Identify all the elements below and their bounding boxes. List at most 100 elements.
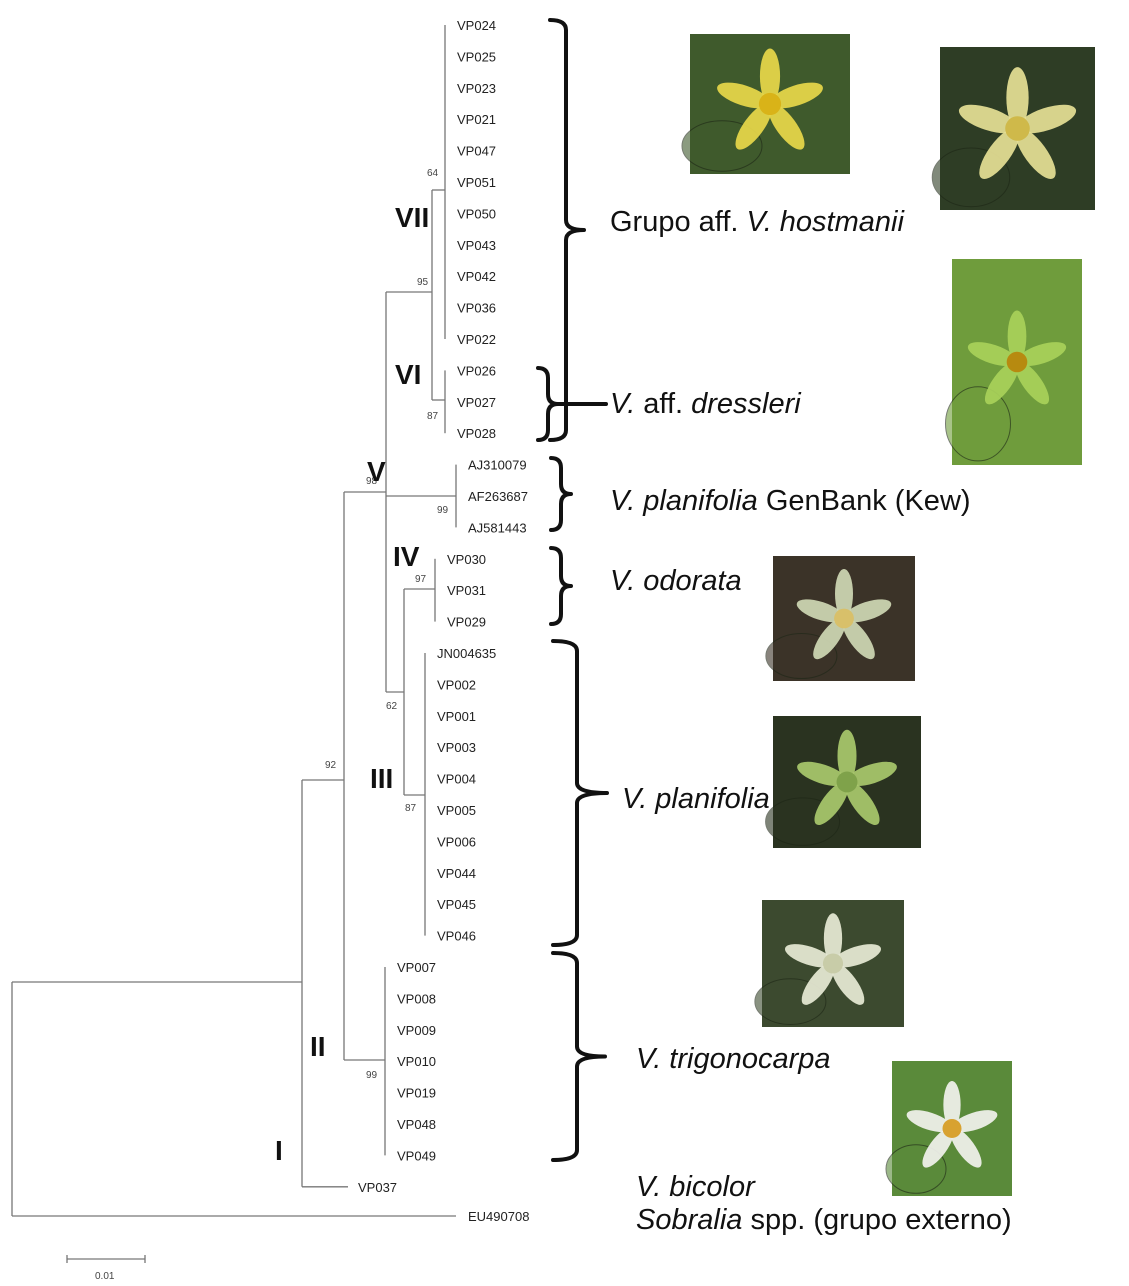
leaf-labels: VP024VP025VP023VP021VP047VP051VP050VP043…	[358, 18, 529, 1224]
leaf-label: VP028	[457, 426, 496, 441]
bootstrap-value: 64	[427, 168, 439, 179]
photo-flower-center	[1007, 352, 1028, 373]
bootstrap-value: 99	[366, 1070, 378, 1081]
photo-flower-center	[823, 953, 843, 973]
leaf-label: VP006	[437, 834, 476, 849]
clade-bracket	[553, 641, 607, 945]
clade-numeral: VI	[395, 359, 421, 390]
clade-bracket	[551, 548, 571, 624]
leaf-label: VP045	[437, 897, 476, 912]
leaf-label: VP042	[457, 269, 496, 284]
photo-flower-center	[837, 772, 858, 793]
bootstrap-value: 99	[437, 505, 449, 516]
leaf-label: EU490708	[468, 1209, 529, 1224]
leaf-label: VP026	[457, 363, 496, 378]
group-label-italic-part: V.	[610, 388, 635, 420]
bootstrap-value: 62	[386, 701, 398, 712]
leaf-label: AJ310079	[468, 458, 527, 473]
yellow-orchid-flower-photo	[682, 34, 850, 174]
leaf-label: AF263687	[468, 489, 528, 504]
group-label-italic-part: Sobralia	[636, 1204, 742, 1236]
leaf-label: VP008	[397, 991, 436, 1006]
leaf-label: VP048	[397, 1117, 436, 1132]
bootstrap-value: 87	[427, 411, 439, 422]
leaf-label: VP051	[457, 175, 496, 190]
pale-orchid-flower-photo	[766, 556, 915, 681]
clade-numeral: I	[275, 1135, 283, 1166]
photo-flower-center	[942, 1119, 961, 1138]
clade-bracket	[550, 20, 584, 440]
leaf-label: VP003	[437, 740, 476, 755]
leaf-label: VP025	[457, 49, 496, 64]
white-hanging-orchid-photo	[755, 900, 904, 1027]
group-label-italic-part: V. bicolor	[636, 1171, 756, 1203]
clade-numeral: II	[310, 1031, 326, 1062]
leaf-label: VP007	[397, 960, 436, 975]
group-label-part: Grupo aff.	[610, 206, 747, 238]
leaf-label: VP023	[457, 81, 496, 96]
clade-numeral: III	[370, 763, 393, 794]
green-orchid-flower-photo	[766, 716, 921, 848]
tree-branches	[12, 25, 456, 1216]
leaf-label: VP005	[437, 803, 476, 818]
clade-numeral: V	[367, 456, 386, 487]
leaf-label: VP049	[397, 1148, 436, 1163]
leaf-label: VP050	[457, 206, 496, 221]
group-label-part: GenBank (Kew)	[758, 485, 971, 517]
group-label-part: aff.	[635, 388, 691, 420]
group-label-italic-part: V. planifolia	[622, 783, 770, 815]
group-label: V. bicolor	[636, 1171, 756, 1203]
leaf-label: VP002	[437, 677, 476, 692]
leaf-label: VP019	[397, 1086, 436, 1101]
leaf-label: VP037	[358, 1180, 397, 1195]
leaf-label: VP004	[437, 772, 476, 787]
clade-numeral: VII	[395, 202, 429, 233]
scale-bar: 0.01	[67, 1255, 145, 1282]
green-yellow-orchid-closeup-photo	[946, 259, 1083, 465]
group-label-part: spp. (grupo externo)	[742, 1204, 1011, 1236]
leaf-label: VP009	[397, 1023, 436, 1038]
leaf-label: VP030	[447, 552, 486, 567]
group-label: Grupo aff. V. hostmanii	[610, 206, 905, 238]
group-label-italic-part: dressleri	[691, 388, 802, 420]
leaf-label: VP029	[447, 615, 486, 630]
leaf-label: VP010	[397, 1054, 436, 1069]
leaf-label: VP027	[457, 395, 496, 410]
leaf-label: VP031	[447, 583, 486, 598]
leaf-label: AJ581443	[468, 520, 527, 535]
leaf-label: VP022	[457, 332, 496, 347]
bicolor-orchid-photo	[886, 1061, 1012, 1196]
scale-bar-label: 0.01	[95, 1271, 115, 1282]
leaf-label: VP043	[457, 238, 496, 253]
group-label-italic-part: V. planifolia	[610, 485, 758, 517]
bootstrap-value: 95	[417, 277, 429, 288]
group-label: V. planifolia	[622, 783, 770, 815]
clade-bracket	[551, 458, 571, 530]
group-label: V. aff. dressleri	[610, 388, 802, 420]
clade-brackets	[538, 20, 607, 1160]
leaf-label: VP044	[437, 866, 476, 881]
group-label-italic-part: V. odorata	[610, 565, 742, 597]
group-label: V. planifolia GenBank (Kew)	[610, 485, 971, 517]
leaf-label: VP046	[437, 929, 476, 944]
clade-bracket	[553, 953, 605, 1160]
bootstrap-value: 87	[405, 803, 417, 814]
photo-flower-center	[1005, 116, 1030, 141]
leaf-label: VP021	[457, 112, 496, 127]
leaf-label: JN004635	[437, 646, 496, 661]
leaf-label: VP001	[437, 709, 476, 724]
group-label-italic-part: V. trigonocarpa	[636, 1043, 831, 1075]
clade-bracket	[538, 368, 558, 440]
group-label: V. trigonocarpa	[636, 1043, 831, 1075]
leaf-label: VP024	[457, 18, 496, 33]
bootstrap-value: 92	[325, 760, 337, 771]
leaf-label: VP047	[457, 144, 496, 159]
photo-flower-center	[834, 609, 854, 629]
bootstrap-value: 97	[415, 574, 427, 585]
yellow-orchid-in-forest-photo	[932, 47, 1095, 210]
leaf-label: VP036	[457, 301, 496, 316]
group-label: Sobralia spp. (grupo externo)	[636, 1204, 1012, 1236]
clade-numeral: IV	[393, 541, 420, 572]
